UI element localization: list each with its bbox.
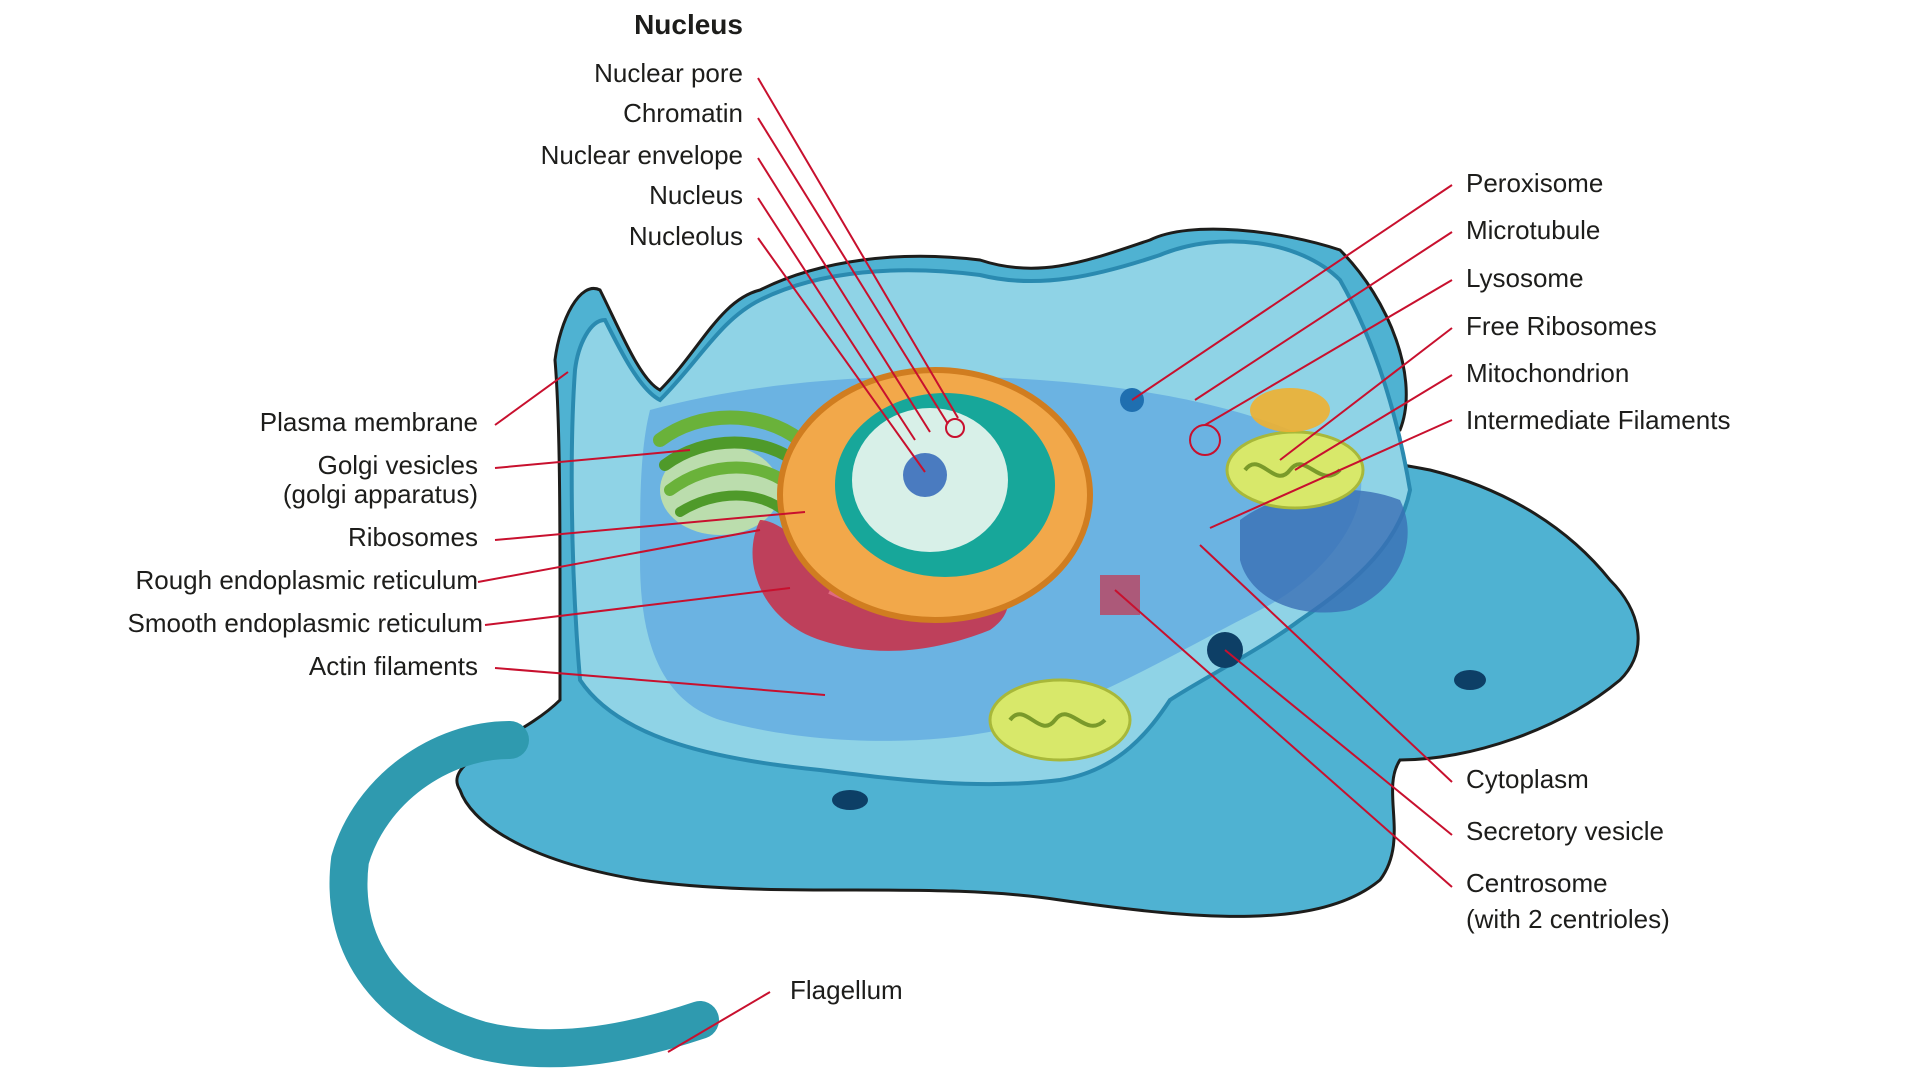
label-rough-er: Rough endoplasmic reticulum bbox=[135, 565, 478, 595]
label-secretory-vesicle: Secretory vesicle bbox=[1466, 816, 1664, 846]
label-plasma-membrane: Plasma membrane bbox=[259, 407, 478, 437]
label-flagellum: Flagellum bbox=[790, 975, 903, 1005]
label-golgi-vesicles: Golgi vesicles bbox=[317, 450, 478, 480]
label-nucleolus: Nucleolus bbox=[628, 221, 743, 251]
label-nucleus: Nucleus bbox=[649, 180, 743, 210]
vacuole-dark-1 bbox=[832, 790, 868, 810]
label-peroxisome: Peroxisome bbox=[1466, 168, 1604, 198]
label-nucleus-heading: Nucleus bbox=[634, 9, 743, 40]
vacuole-dark-2 bbox=[1454, 670, 1486, 690]
label-centrosome-note: (with 2 centrioles) bbox=[1466, 904, 1670, 934]
mitochondrion-lower bbox=[988, 678, 1132, 762]
label-actin-filaments: Actin filaments bbox=[308, 651, 478, 681]
lysosome-shape bbox=[1250, 388, 1330, 432]
right-blue-lobe bbox=[1240, 489, 1408, 613]
label-cytoplasm: Cytoplasm bbox=[1466, 764, 1589, 794]
label-nuclear-envelope: Nuclear envelope bbox=[540, 140, 743, 170]
label-lysosome: Lysosome bbox=[1466, 263, 1584, 293]
label-free-ribosomes: Free Ribosomes bbox=[1466, 311, 1657, 341]
label-microtubule: Microtubule bbox=[1466, 215, 1601, 245]
label-mitochondrion: Mitochondrion bbox=[1466, 358, 1630, 388]
label-nuclear-pore: Nuclear pore bbox=[594, 58, 743, 88]
label-golgi-apparatus: (golgi apparatus) bbox=[282, 479, 478, 509]
flagellum-shape bbox=[329, 721, 719, 1068]
label-chromatin: Chromatin bbox=[623, 98, 743, 128]
leader-lines bbox=[477, 77, 1453, 1053]
nucleus-shape bbox=[777, 367, 1093, 623]
label-smooth-er: Smooth endoplasmic reticulum bbox=[127, 608, 484, 638]
label-centrosome: Centrosome bbox=[1466, 868, 1608, 898]
label-intermediate-filaments: Intermediate Filaments bbox=[1466, 405, 1731, 435]
label-ribosomes: Ribosomes bbox=[347, 522, 478, 552]
